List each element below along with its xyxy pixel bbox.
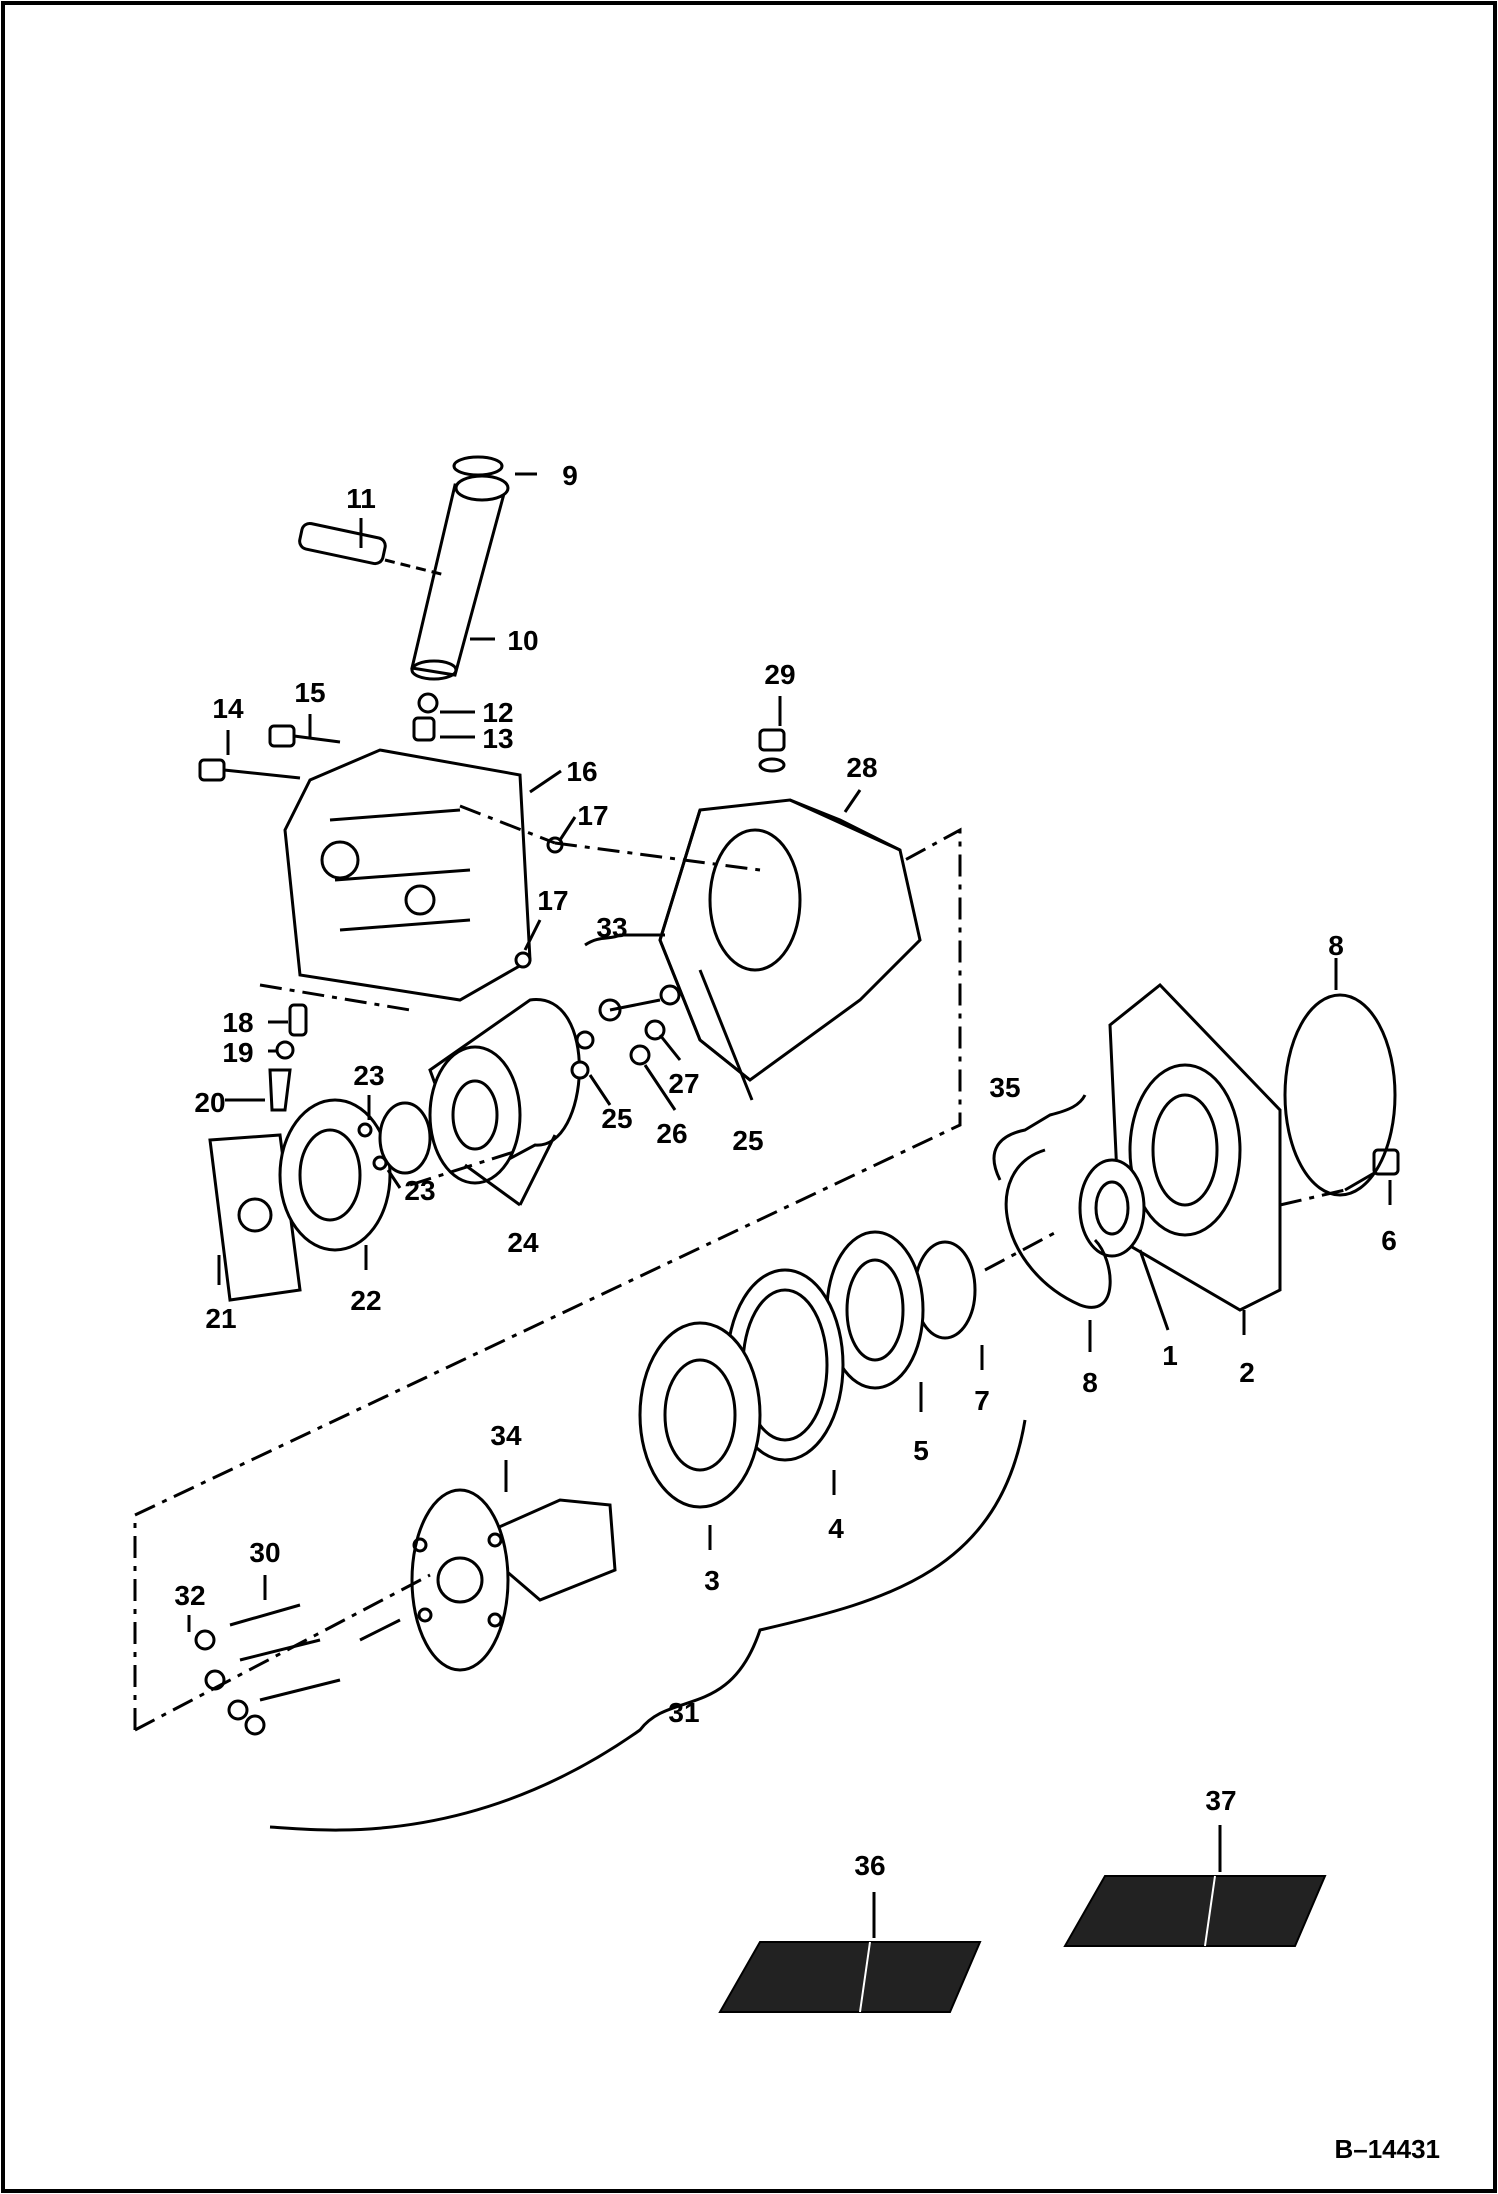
part-8-oring bbox=[1004, 1148, 1112, 1309]
callout-31: 31 bbox=[668, 1697, 699, 1728]
part-12 bbox=[417, 692, 439, 714]
callout-25-b: 25 bbox=[732, 1125, 763, 1156]
callout-32: 32 bbox=[174, 1580, 205, 1611]
callout-26: 26 bbox=[656, 1118, 687, 1149]
part-3-bearing bbox=[638, 1321, 762, 1509]
assembly-dash-line bbox=[1279, 1188, 1346, 1207]
callout-13: 13 bbox=[482, 723, 513, 754]
callout-4: 4 bbox=[828, 1513, 844, 1544]
callout-11: 11 bbox=[346, 483, 376, 514]
part-15-bolt bbox=[268, 724, 341, 748]
callout-2: 2 bbox=[1239, 1357, 1255, 1388]
callout-23-b: 23 bbox=[404, 1175, 435, 1206]
part-23 bbox=[357, 1122, 373, 1138]
part-26 bbox=[629, 1044, 651, 1066]
part-11-valve bbox=[298, 521, 446, 577]
leader-lines bbox=[187, 472, 1392, 1938]
assembly-dash-line bbox=[409, 1148, 521, 1187]
assembly-dash-line bbox=[134, 1573, 431, 1732]
assembly-dash-line bbox=[133, 827, 962, 1730]
part-27 bbox=[644, 1019, 666, 1041]
part-2-flange bbox=[1108, 982, 1282, 1312]
part-21-block bbox=[208, 1133, 302, 1302]
callout-37: 37 bbox=[1205, 1785, 1236, 1816]
part-13 bbox=[412, 716, 436, 742]
callout-10: 10 bbox=[507, 625, 538, 656]
part-30-bolts bbox=[229, 1603, 401, 1702]
callout-15: 15 bbox=[294, 677, 325, 708]
callout-8: 8 bbox=[1328, 930, 1344, 961]
part-34-shaft bbox=[410, 1488, 617, 1672]
part-24-rotating-group bbox=[378, 998, 581, 1185]
callout-12: 12 bbox=[482, 697, 513, 728]
part-25 bbox=[570, 1060, 590, 1080]
callout-23: 23 bbox=[353, 1060, 384, 1091]
callout-27: 27 bbox=[668, 1068, 699, 1099]
callout-1: 1 bbox=[1162, 1340, 1178, 1371]
part-9-oring bbox=[452, 455, 504, 477]
brace-31 bbox=[269, 1419, 1027, 1832]
callout-5: 5 bbox=[913, 1435, 929, 1466]
callout-21: 21 bbox=[205, 1303, 236, 1334]
part-7-ring bbox=[913, 1240, 977, 1340]
callout-35: 35 bbox=[989, 1072, 1020, 1103]
figure-reference: B–14431 bbox=[1334, 2134, 1440, 2164]
part-16-housing bbox=[283, 748, 532, 1002]
callout-24: 24 bbox=[507, 1227, 539, 1258]
callout-33: 33 bbox=[596, 912, 627, 943]
part-17-plug bbox=[514, 951, 532, 969]
callout-30: 30 bbox=[249, 1537, 280, 1568]
callout-22: 22 bbox=[350, 1285, 381, 1316]
part-10-sleeve bbox=[410, 474, 510, 681]
part-19 bbox=[275, 1040, 295, 1060]
callout-6: 6 bbox=[1381, 1225, 1397, 1256]
callout-3: 3 bbox=[704, 1565, 720, 1596]
brace-33 bbox=[584, 933, 665, 947]
callout-16: 16 bbox=[566, 756, 597, 787]
callout-19: 19 bbox=[222, 1037, 253, 1068]
part-8-oring bbox=[1283, 993, 1397, 1197]
part-1-seal bbox=[1078, 1158, 1146, 1258]
part-18 bbox=[288, 1003, 308, 1037]
assembly-dash-line bbox=[259, 983, 411, 1012]
callout-9: 9 bbox=[562, 460, 578, 491]
part-20 bbox=[268, 1068, 292, 1112]
callout-36: 36 bbox=[854, 1850, 885, 1881]
part-14-bolt bbox=[198, 758, 301, 782]
callout-28: 28 bbox=[846, 752, 877, 783]
brace-35 bbox=[992, 1094, 1087, 1181]
callout-8-b: 8 bbox=[1082, 1367, 1098, 1398]
assembly-dash-line bbox=[459, 804, 556, 845]
callout-29: 29 bbox=[764, 659, 795, 690]
part-36-decal bbox=[718, 1941, 982, 2013]
callout-17: 17 bbox=[577, 800, 608, 831]
part-28-housing bbox=[658, 798, 922, 1082]
callout-25: 25 bbox=[601, 1103, 632, 1134]
part-37-decal bbox=[1063, 1875, 1327, 1947]
part-22-plate bbox=[278, 1098, 392, 1252]
callout-7: 7 bbox=[974, 1385, 990, 1416]
part-29-plug bbox=[758, 728, 786, 773]
callout-18: 18 bbox=[222, 1007, 253, 1038]
callout-14: 14 bbox=[212, 693, 244, 724]
part-32-washers bbox=[194, 1629, 266, 1736]
callout-34: 34 bbox=[490, 1420, 522, 1451]
assembly-dash-line bbox=[554, 841, 761, 872]
callout-20: 20 bbox=[194, 1087, 225, 1118]
assembly-dash-line bbox=[984, 1228, 1061, 1272]
part-33-group bbox=[575, 984, 681, 1050]
callout-17-b: 17 bbox=[537, 885, 568, 916]
